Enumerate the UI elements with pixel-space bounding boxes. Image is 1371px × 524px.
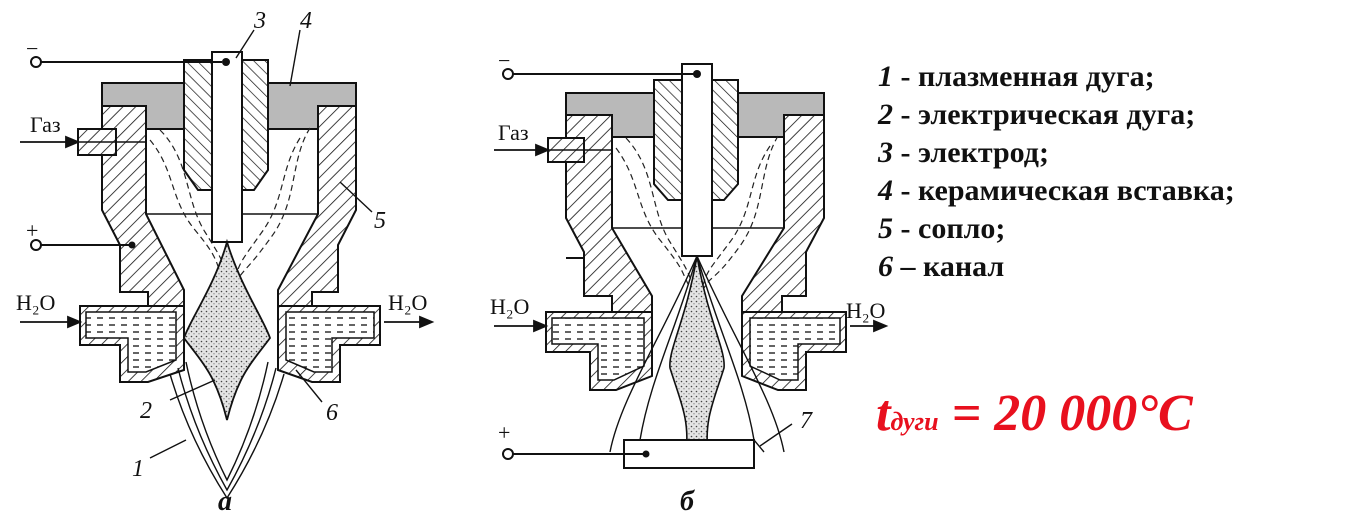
legend-separator: - bbox=[893, 60, 918, 93]
caption-a: а bbox=[218, 486, 232, 517]
water-out-label-b: H₂O bbox=[846, 298, 885, 323]
legend-item: 3 - электрод; bbox=[878, 134, 1370, 172]
water-in-label-b: H₂O bbox=[490, 294, 529, 319]
legend-text: канал bbox=[923, 250, 1005, 283]
legend-text: плазменная дуга; bbox=[918, 60, 1155, 93]
gas-label-a: Газ bbox=[30, 112, 61, 137]
label-7-b: 7 bbox=[800, 408, 813, 434]
water-in-label-a: H₂O bbox=[16, 290, 55, 315]
label-3-a: 3 bbox=[253, 8, 266, 34]
legend-separator: - bbox=[893, 136, 918, 169]
legend-item: 2 - электрическая дуга; bbox=[878, 96, 1370, 134]
gas-label-b: Газ bbox=[498, 120, 529, 145]
formula-t: t bbox=[876, 385, 891, 442]
water-out-label-a: H₂O bbox=[388, 290, 427, 315]
arc-temperature-formula: tдуги = 20 000°С bbox=[876, 384, 1193, 452]
legend-number: 2 bbox=[878, 98, 893, 131]
electrode-a bbox=[211, 51, 243, 243]
torch-a bbox=[20, 29, 435, 500]
minus-label-a: − bbox=[26, 36, 38, 61]
nozzle-right-wall-b bbox=[741, 114, 825, 313]
torch-b bbox=[494, 63, 889, 469]
caption-b: б bbox=[680, 486, 694, 517]
formula-subscript: дуги bbox=[890, 407, 939, 436]
legend-separator: – bbox=[893, 250, 923, 283]
formula-value: = 20 000°С bbox=[938, 385, 1193, 442]
legend-item: 1 - плазменная дуга; bbox=[878, 58, 1370, 96]
legend-number: 6 bbox=[878, 250, 893, 283]
legend-text: керамическая вставка; bbox=[918, 174, 1235, 207]
legend-number: 5 bbox=[878, 212, 893, 245]
label-2-a: 2 bbox=[140, 398, 152, 424]
electric-arc-b bbox=[669, 255, 725, 453]
legend-item: 6 – канал bbox=[878, 248, 1370, 286]
legend-separator: - bbox=[893, 174, 918, 207]
legend-item: 5 - сопло; bbox=[878, 210, 1370, 248]
plasma-arc-a bbox=[169, 361, 285, 500]
legend-text: сопло; bbox=[918, 212, 1006, 245]
legend-separator: - bbox=[893, 98, 918, 131]
label-5-a: 5 bbox=[374, 208, 386, 234]
nozzle-right-wall-a bbox=[277, 105, 357, 307]
legend-number: 4 bbox=[878, 174, 893, 207]
legend-text: электрод; bbox=[918, 136, 1049, 169]
label-4-a: 4 bbox=[300, 8, 312, 34]
electrode-b bbox=[681, 63, 713, 257]
minus-label-b: − bbox=[498, 48, 510, 73]
plus-label-a: + bbox=[26, 218, 38, 243]
legend-number: 1 bbox=[878, 60, 893, 93]
electric-arc-a bbox=[182, 238, 272, 421]
legend-number: 3 bbox=[878, 136, 893, 169]
label-6-a: 6 bbox=[326, 400, 338, 426]
legend-separator: - bbox=[893, 212, 918, 245]
label-1-a: 1 bbox=[132, 456, 144, 482]
legend-item: 4 - керамическая вставка; bbox=[878, 172, 1370, 210]
legend-text: электрическая дуга; bbox=[918, 98, 1196, 131]
legend: 1 - плазменная дуга; 2 - электрическая д… bbox=[878, 58, 1370, 286]
plus-label-b: + bbox=[498, 420, 510, 445]
